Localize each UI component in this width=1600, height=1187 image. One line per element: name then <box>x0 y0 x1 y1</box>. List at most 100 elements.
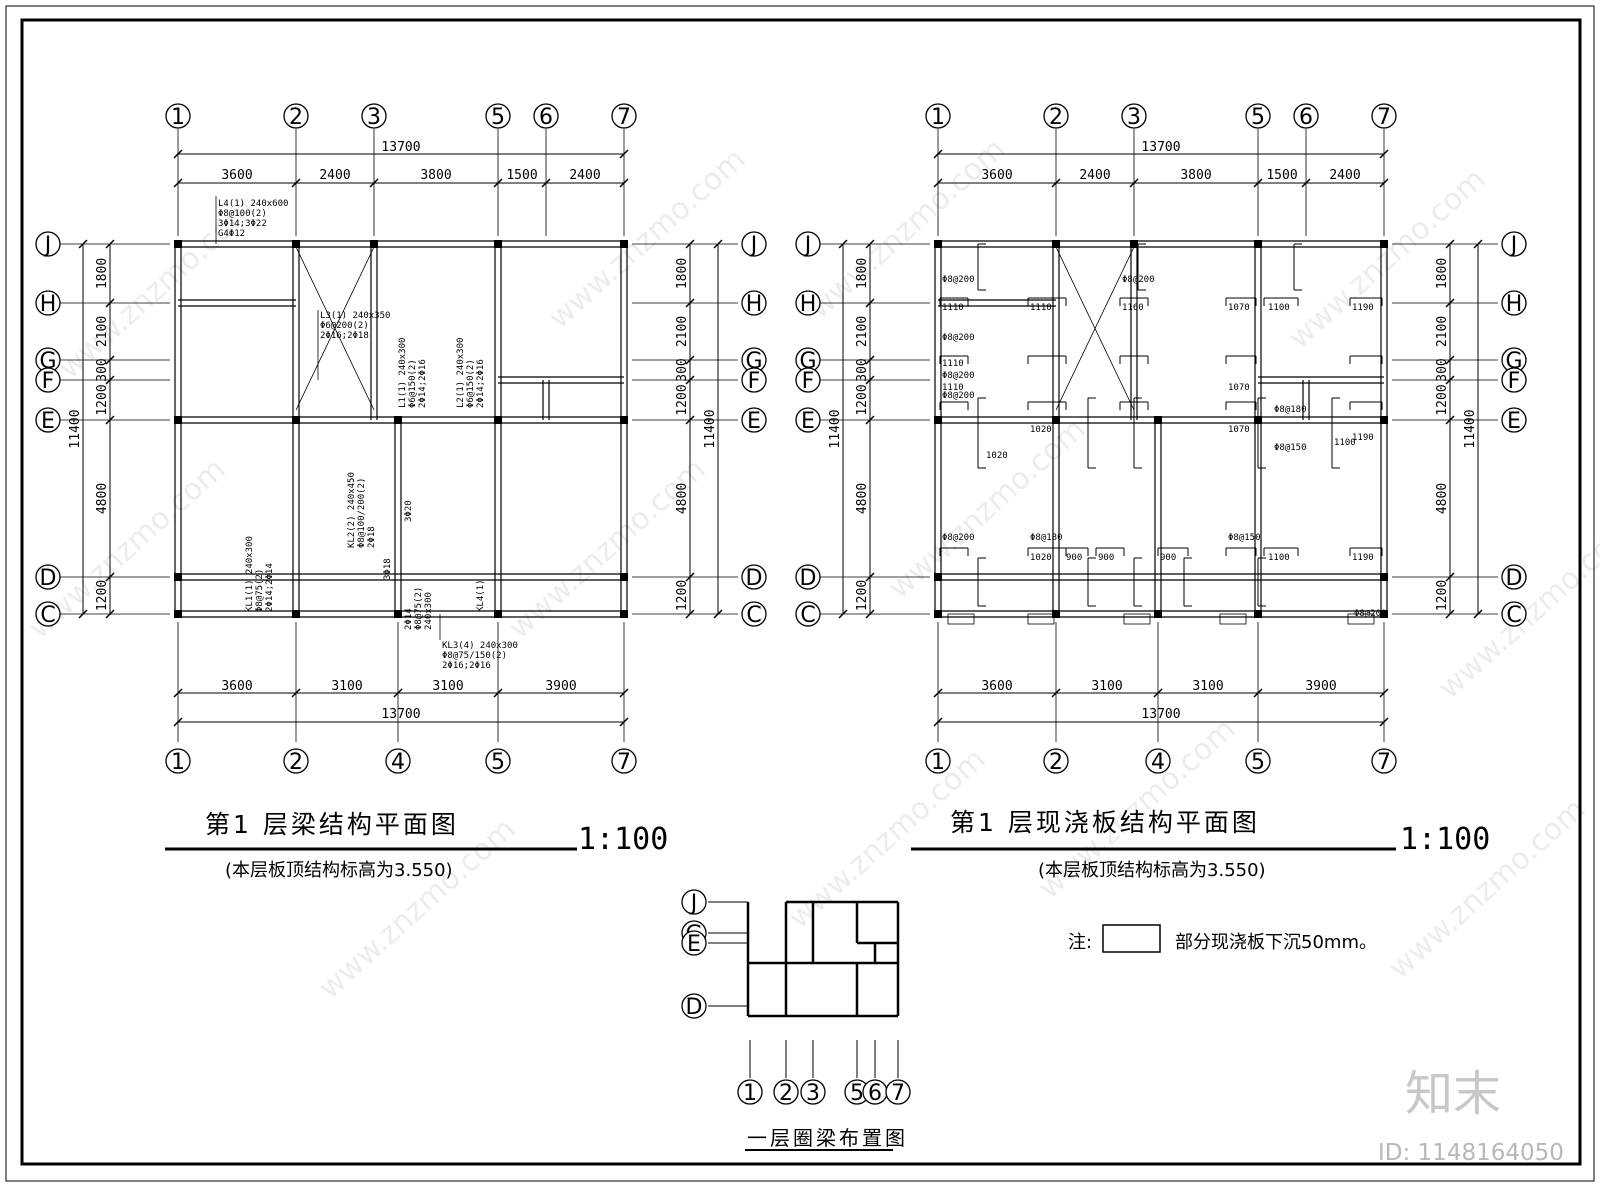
dim-right: 300 <box>675 358 690 381</box>
beam-annotation: 3Φ18 <box>383 558 393 580</box>
dim-tick <box>865 609 875 619</box>
axis-label: 1 <box>931 105 945 130</box>
dim-top: 3800 <box>1180 168 1211 183</box>
column <box>394 610 402 618</box>
axis-label: F <box>802 369 815 394</box>
dim-tick <box>1379 149 1389 159</box>
beam-annotation: 2Φ16;2Φ16 <box>442 661 491 671</box>
axis-label: 2 <box>289 105 303 130</box>
dim-tick <box>105 572 115 582</box>
column <box>934 240 942 248</box>
dim-tick <box>1253 688 1263 698</box>
dim-left: 1200 <box>855 580 870 611</box>
axis-label: D <box>686 995 703 1020</box>
dim-bottom: 3100 <box>331 679 362 694</box>
slab-plan-scale: 1:100 <box>1400 822 1490 857</box>
beam-annotation: 2Φ14 <box>404 608 414 630</box>
dim-tick <box>713 239 723 249</box>
dim-tick <box>493 178 503 188</box>
dim-tick <box>865 239 875 249</box>
dim-tick <box>173 149 183 159</box>
dim-top: 1500 <box>1266 168 1297 183</box>
rebar-label: Φ8@200 <box>942 391 975 401</box>
beam-annotation: L3(1) 240x350 <box>320 311 390 321</box>
rebar-label: 1160 <box>1122 303 1144 313</box>
axis-label: H <box>40 292 57 317</box>
column <box>174 240 182 248</box>
axis-bubble <box>1501 367 1527 393</box>
rebar-label: 1190 <box>1352 553 1374 563</box>
axis-label: D <box>746 566 763 591</box>
column <box>370 240 378 248</box>
dim-tick <box>78 609 88 619</box>
note-text: 部分现浇板下沉50mm。 <box>1175 932 1377 953</box>
dim-tick <box>1379 178 1389 188</box>
dim-tick <box>865 415 875 425</box>
dim-bottom: 3900 <box>1305 679 1336 694</box>
column <box>494 240 502 248</box>
dim-tick <box>541 178 551 188</box>
axis-label: D <box>40 566 57 591</box>
column <box>1154 610 1162 618</box>
dim-tick <box>393 688 403 698</box>
dim-right: 4800 <box>1435 483 1450 514</box>
dim-left: 300 <box>855 358 870 381</box>
rebar-label: 1190 <box>1352 303 1374 313</box>
axis-label: 7 <box>891 1081 905 1106</box>
axis-bubble <box>283 748 309 774</box>
beam-annotation: 2Φ14;2Φ14 <box>265 563 275 612</box>
dim-tick <box>369 178 379 188</box>
axis-label: G <box>799 349 816 374</box>
dim-top: 2400 <box>319 168 350 183</box>
column <box>934 573 942 581</box>
dim-tick <box>1379 688 1389 698</box>
id-watermark: ID: 1148164050 <box>1378 1140 1564 1166</box>
rebar-label: Φ8@180 <box>1030 533 1063 543</box>
sheet-inner-border <box>20 18 1582 1166</box>
dim-tick <box>619 149 629 159</box>
column <box>620 610 628 618</box>
dim-tick <box>173 717 183 727</box>
dim-tick <box>105 298 115 308</box>
dim-left: 1800 <box>855 258 870 289</box>
axis-label: F <box>1508 369 1521 394</box>
dim-right: 1800 <box>1435 258 1450 289</box>
dim-bottom-total: 13700 <box>1141 707 1180 722</box>
column <box>292 416 300 424</box>
axis-label: 5 <box>1251 750 1265 775</box>
axis-bubble <box>737 1079 763 1105</box>
dim-bottom: 3900 <box>545 679 576 694</box>
dim-tick <box>685 375 695 385</box>
dim-right: 2100 <box>675 316 690 347</box>
dim-tick <box>105 375 115 385</box>
dim-tick <box>685 572 695 582</box>
axis-label: 5 <box>491 750 505 775</box>
beam-annotation: Φ8@75(2) <box>255 569 265 612</box>
dim-tick <box>1051 688 1061 698</box>
rebar-box <box>947 613 975 625</box>
dim-right: 1200 <box>675 384 690 415</box>
dim-top-total: 13700 <box>1141 140 1180 155</box>
axis-bubble <box>925 748 951 774</box>
rebar-label: 1100 <box>1268 553 1290 563</box>
axis-label: J <box>803 233 812 258</box>
beam-annotation: KL1(1) 240x300 <box>245 536 255 612</box>
axis-bubble <box>885 1079 911 1105</box>
axis-label: 2 <box>1049 105 1063 130</box>
dim-top: 2400 <box>569 168 600 183</box>
axis-bubble <box>773 1079 799 1105</box>
dim-left: 4800 <box>855 483 870 514</box>
dim-tick <box>105 415 115 425</box>
axis-label: 1 <box>743 1081 757 1106</box>
dim-tick <box>1445 355 1455 365</box>
dim-bottom: 3100 <box>1091 679 1122 694</box>
axis-label: H <box>746 292 763 317</box>
axis-label: 1 <box>171 105 185 130</box>
dim-tick <box>1153 688 1163 698</box>
dim-tick <box>685 415 695 425</box>
rebar-label: 1110 <box>942 303 964 313</box>
column <box>174 416 182 424</box>
dim-tick <box>173 178 183 188</box>
rebar-label: Φ8@200 <box>942 371 975 381</box>
